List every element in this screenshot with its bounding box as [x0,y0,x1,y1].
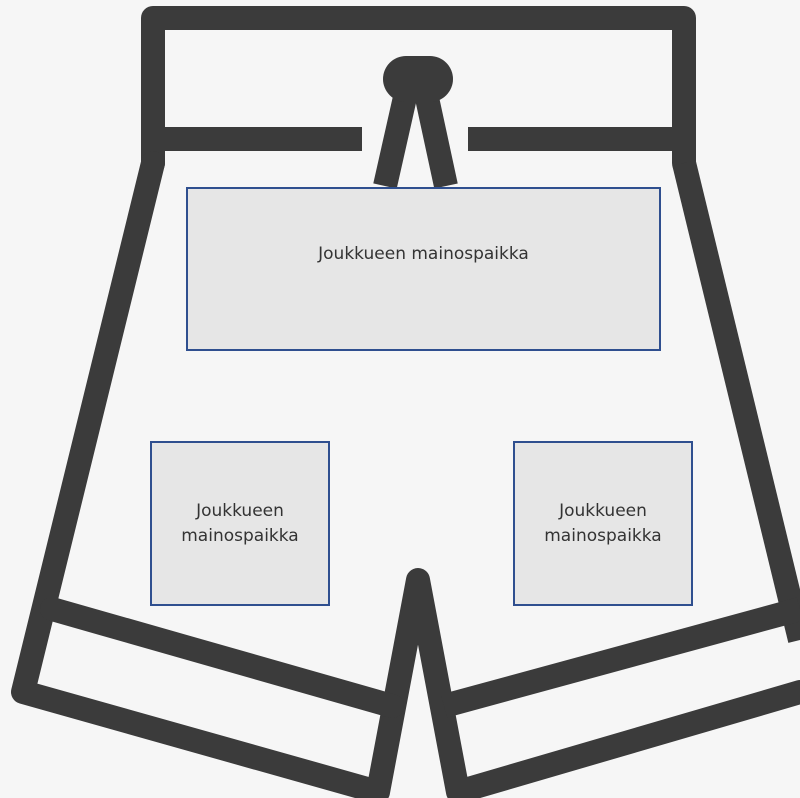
drawstring-knot [383,56,453,102]
ad-slot-right-leg-label: Joukkueen mainospaikka [544,500,662,546]
ad-slot-left-leg-label: Joukkueen mainospaikka [181,500,299,546]
ad-slot-waist-label: Joukkueen mainospaikka [318,243,529,264]
right-hem-line [440,597,800,718]
ad-slot-left-leg: Joukkueen mainospaikka [150,441,330,606]
left-hem-line [40,597,404,718]
waistband-outline [141,6,696,175]
right-leg-outer-seam [672,160,800,643]
ad-slot-right-leg: Joukkueen mainospaikka [513,441,693,606]
ad-slot-waist: Joukkueen mainospaikka [186,187,661,351]
